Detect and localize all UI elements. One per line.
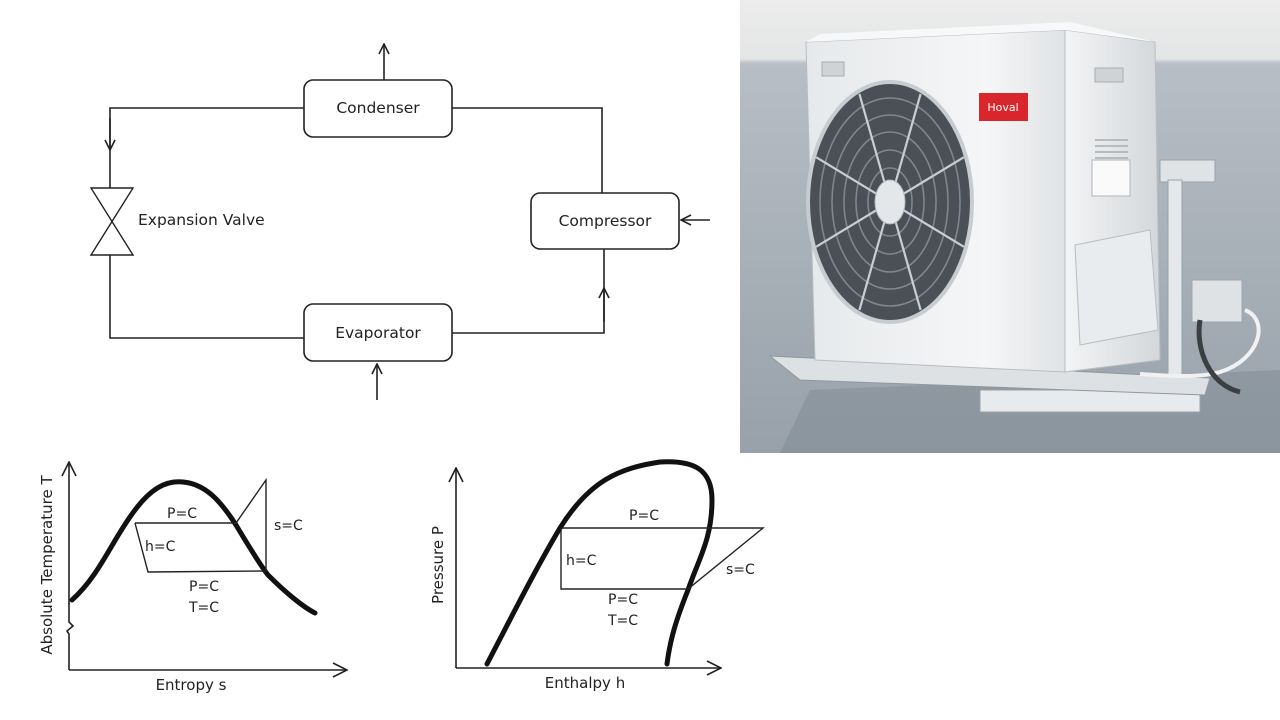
pipe-evaporator-to-compressor bbox=[452, 249, 605, 334]
spec-label bbox=[1091, 159, 1131, 197]
ph-label-t-bottom: T=C bbox=[607, 613, 638, 629]
expansion-valve-label: Expansion Valve bbox=[138, 211, 265, 229]
ts-label-t-bottom: T=C bbox=[188, 600, 219, 616]
ph-cycle-path bbox=[560, 527, 765, 590]
ph-label-h: h=C bbox=[566, 553, 597, 569]
cable bbox=[1139, 308, 1261, 378]
condenser-box bbox=[303, 79, 453, 138]
brand-badge bbox=[979, 93, 1028, 121]
ts-saturation-dome bbox=[69, 479, 318, 616]
evaporator-label: Evaporator bbox=[335, 324, 421, 342]
pipe-compressor-to-condenser bbox=[452, 107, 603, 193]
ac-unit-illustration: Hoval bbox=[740, 0, 1280, 453]
compressor-box bbox=[530, 192, 680, 250]
cycle-diagram: Condenser Compressor Evaporator Expansio… bbox=[89, 44, 710, 400]
pipe-valve-to-evaporator bbox=[109, 255, 304, 339]
brand-name: Hoval bbox=[987, 101, 1018, 114]
compressor-label: Compressor bbox=[559, 212, 652, 230]
unit-top bbox=[806, 22, 1155, 42]
side-handle bbox=[1094, 67, 1124, 83]
ts-label-p-bottom: P=C bbox=[189, 579, 219, 595]
valve-cover bbox=[1074, 229, 1159, 346]
ts-y-axis-label: Absolute Temperature T bbox=[38, 475, 56, 655]
expansion-valve-symbol bbox=[89, 187, 135, 256]
ph-label-p-bottom: P=C bbox=[608, 592, 638, 608]
ac-unit-photo: Hoval bbox=[740, 0, 1280, 453]
wall-bracket bbox=[979, 159, 1216, 413]
ts-diagram: P=C h=C s=C P=C T=C Entropy s Absolute T… bbox=[38, 462, 347, 694]
junction-box bbox=[1191, 279, 1243, 323]
ph-label-p-top: P=C bbox=[629, 508, 659, 524]
ph-saturation-dome bbox=[484, 459, 715, 667]
ph-diagram: P=C h=C s=C P=C T=C Enthalpy h Pressure … bbox=[429, 459, 765, 692]
front-slot bbox=[821, 61, 845, 77]
ts-y-axis bbox=[65, 603, 75, 670]
ts-label-p-top: P=C bbox=[167, 506, 197, 522]
evaporator-box bbox=[303, 303, 453, 362]
ph-label-s: s=C bbox=[726, 562, 755, 578]
ph-y-axis-label: Pressure P bbox=[429, 526, 447, 604]
ts-label-s: s=C bbox=[274, 518, 303, 534]
ph-x-axis-label: Enthalpy h bbox=[545, 674, 625, 692]
ts-cycle-path bbox=[134, 477, 267, 573]
ts-x-axis-label: Entropy s bbox=[156, 676, 227, 694]
side-vent bbox=[1095, 139, 1128, 159]
ts-label-h: h=C bbox=[145, 539, 176, 555]
fan-hub bbox=[874, 179, 906, 225]
pipe-condenser-to-valve bbox=[109, 107, 304, 188]
pipe-dark bbox=[1196, 319, 1241, 395]
condenser-label: Condenser bbox=[336, 99, 420, 117]
